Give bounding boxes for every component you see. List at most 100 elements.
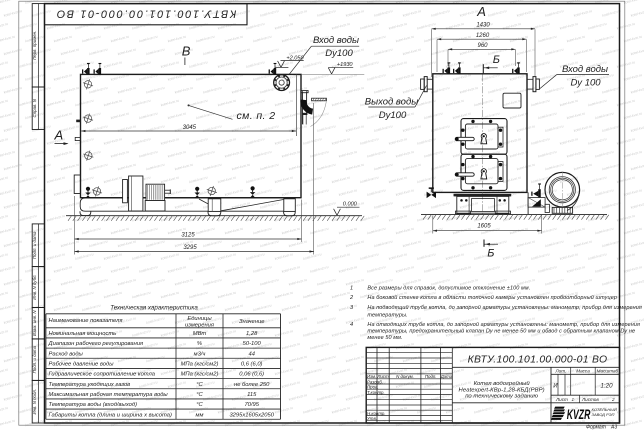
svg-text:kotel-kvzr.ru: kotel-kvzr.ru: [538, 227, 557, 236]
svg-text:kotel-kvzr.ru: kotel-kvzr.ru: [75, 252, 94, 261]
svg-text:kotel-kvzr.ru: kotel-kvzr.ru: [174, 86, 193, 95]
svg-text:kotel-kvzr.ru: kotel-kvzr.ru: [110, 227, 129, 236]
svg-text:kotel-kvzr.ru: kotel-kvzr.ru: [274, 175, 293, 184]
svg-text:kotel-kvzr.ru: kotel-kvzr.ru: [616, 214, 635, 223]
svg-text:kotel-kvzr.ru: kotel-kvzr.ru: [103, 291, 122, 300]
svg-text:kotel-kvzr.ru: kotel-kvzr.ru: [32, 163, 51, 172]
svg-text:менее 50 мм.: менее 50 мм.: [367, 335, 402, 341]
svg-text:kotel-kvzr.ru: kotel-kvzr.ru: [25, 0, 44, 5]
svg-text:kotel-kvzr.ru: kotel-kvzr.ru: [538, 73, 557, 82]
svg-text:kotel-kvzr.ru: kotel-kvzr.ru: [139, 0, 158, 5]
svg-text:Температура воды (вход/выход): Температура воды (вход/выход): [49, 402, 138, 408]
svg-text:kotel-kvzr.ru: kotel-kvzr.ru: [331, 60, 350, 69]
svg-text:kotel-kvzr.ru: kotel-kvzr.ru: [139, 380, 158, 389]
svg-text:kotel-kvzr.ru: kotel-kvzr.ru: [75, 60, 94, 69]
svg-text:kotel-kvzr.ru: kotel-kvzr.ru: [417, 175, 436, 184]
svg-text:kotel-kvzr.ru: kotel-kvzr.ru: [623, 0, 642, 5]
svg-text:kotel-kvzr.ru: kotel-kvzr.ru: [374, 201, 393, 210]
svg-text:kotel-kvzr.ru: kotel-kvzr.ru: [260, 201, 279, 210]
svg-text:kotel-kvzr.ru: kotel-kvzr.ru: [310, 111, 329, 120]
svg-text:kotel-kvzr.ru: kotel-kvzr.ru: [474, 367, 493, 376]
svg-text:kotel-kvzr.ru: kotel-kvzr.ru: [431, 163, 450, 172]
svg-text:kotel-kvzr.ru: kotel-kvzr.ru: [388, 291, 407, 300]
svg-text:kotel-kvzr.ru: kotel-kvzr.ru: [395, 188, 414, 197]
svg-text:kotel-kvzr.ru: kotel-kvzr.ru: [459, 86, 478, 95]
svg-text:kotel-kvzr.ru: kotel-kvzr.ru: [310, 0, 329, 5]
svg-text:kotel-kvzr.ru: kotel-kvzr.ru: [224, 265, 243, 274]
svg-text:Дата: Дата: [440, 374, 453, 379]
svg-text:kotel-kvzr.ru: kotel-kvzr.ru: [18, 22, 37, 31]
svg-text:kotel-kvzr.ru: kotel-kvzr.ru: [345, 163, 364, 172]
svg-text:kotel-kvzr.ru: kotel-kvzr.ru: [481, 111, 500, 120]
svg-text:Лист: Лист: [555, 397, 568, 402]
svg-text:kotel-kvzr.ru: kotel-kvzr.ru: [623, 342, 642, 351]
svg-text:kotel-kvzr.ru: kotel-kvzr.ru: [559, 367, 578, 376]
svg-text:kotel-kvzr.ru: kotel-kvzr.ru: [160, 175, 179, 184]
svg-text:1:20: 1:20: [600, 383, 613, 390]
svg-text:kotel-kvzr.ru: kotel-kvzr.ru: [82, 150, 101, 159]
svg-text:kotel-kvzr.ru: kotel-kvzr.ru: [623, 35, 642, 44]
svg-text:kotel-kvzr.ru: kotel-kvzr.ru: [417, 214, 436, 223]
svg-text:kotel-kvzr.ru: kotel-kvzr.ru: [566, 303, 585, 312]
svg-text:kotel-kvzr.ru: kotel-kvzr.ru: [388, 367, 407, 376]
svg-text:Б: Б: [487, 247, 494, 259]
svg-text:kotel-kvzr.ru: kotel-kvzr.ru: [160, 406, 179, 415]
svg-text:kotel-kvzr.ru: kotel-kvzr.ru: [217, 329, 236, 338]
svg-text:kotel-kvzr.ru: kotel-kvzr.ru: [630, 9, 644, 18]
svg-text:kotel-kvzr.ru: kotel-kvzr.ru: [25, 111, 44, 120]
svg-text:kotel-kvzr.ru: kotel-kvzr.ru: [395, 227, 414, 236]
svg-text:kotel-kvzr.ru: kotel-kvzr.ru: [281, 380, 300, 389]
svg-text:kotel-kvzr.ru: kotel-kvzr.ru: [253, 380, 272, 389]
svg-text:kotel-kvzr.ru: kotel-kvzr.ru: [46, 406, 65, 415]
svg-text:kotel-kvzr.ru: kotel-kvzr.ru: [288, 163, 307, 172]
svg-text:kotel-kvzr.ru: kotel-kvzr.ru: [531, 252, 550, 261]
svg-text:kotel-kvzr.ru: kotel-kvzr.ru: [367, 342, 386, 351]
svg-text:kotel-kvzr.ru: kotel-kvzr.ru: [189, 291, 208, 300]
svg-text:kotel-kvzr.ru: kotel-kvzr.ru: [395, 0, 414, 5]
svg-text:kotel-kvzr.ru: kotel-kvzr.ru: [559, 329, 578, 338]
svg-text:kotel-kvzr.ru: kotel-kvzr.ru: [3, 47, 22, 56]
svg-text:kotel-kvzr.ru: kotel-kvzr.ru: [338, 342, 357, 351]
svg-text:1: 1: [350, 285, 353, 291]
svg-text:kotel-kvzr.ru: kotel-kvzr.ru: [32, 393, 51, 402]
svg-text:МВт: МВт: [193, 331, 207, 337]
svg-text:kotel-kvzr.ru: kotel-kvzr.ru: [60, 201, 79, 210]
svg-text:kotel-kvzr.ru: kotel-kvzr.ru: [189, 137, 208, 146]
svg-text:kotel-kvzr.ru: kotel-kvzr.ru: [538, 150, 557, 159]
svg-text:kotel-kvzr.ru: kotel-kvzr.ru: [431, 278, 450, 287]
svg-text:kotel-kvzr.ru: kotel-kvzr.ru: [573, 201, 592, 210]
svg-text:kotel-kvzr.ru: kotel-kvzr.ru: [260, 316, 279, 325]
svg-text:kotel-kvzr.ru: kotel-kvzr.ru: [481, 0, 500, 5]
svg-text:kotel-kvzr.ru: kotel-kvzr.ru: [360, 175, 379, 184]
svg-text:kotel-kvzr.ru: kotel-kvzr.ru: [374, 86, 393, 95]
svg-text:kotel-kvzr.ru: kotel-kvzr.ru: [281, 150, 300, 159]
svg-text:Наименование показателя: Наименование показателя: [49, 318, 123, 324]
svg-text:kotel-kvzr.ru: kotel-kvzr.ru: [545, 86, 564, 95]
svg-text:kotel-kvzr.ru: kotel-kvzr.ru: [374, 393, 393, 402]
svg-text:kotel-kvzr.ru: kotel-kvzr.ru: [32, 124, 51, 133]
svg-text:kotel-kvzr.ru: kotel-kvzr.ru: [616, 137, 635, 146]
svg-text:kotel-kvzr.ru: kotel-kvzr.ru: [566, 0, 585, 5]
svg-text:kotel-kvzr.ru: kotel-kvzr.ru: [32, 86, 51, 95]
svg-text:kotel-kvzr.ru: kotel-kvzr.ru: [196, 150, 215, 159]
svg-text:kotel-kvzr.ru: kotel-kvzr.ru: [117, 278, 136, 287]
svg-text:Б: Б: [493, 54, 500, 66]
svg-text:kotel-kvzr.ru: kotel-kvzr.ru: [18, 175, 37, 184]
svg-text:Подп. и дата: Подп. и дата: [32, 345, 37, 373]
svg-text:kotel-kvzr.ru: kotel-kvzr.ru: [217, 60, 236, 69]
svg-text:kotel-kvzr.ru: kotel-kvzr.ru: [274, 406, 293, 415]
svg-text:И: И: [553, 383, 558, 389]
svg-text:kotel-kvzr.ru: kotel-kvzr.ru: [431, 86, 450, 95]
svg-text:kotel-kvzr.ru: kotel-kvzr.ru: [196, 111, 215, 120]
svg-text:kotel-kvzr.ru: kotel-kvzr.ru: [132, 22, 151, 31]
svg-text:kotel-kvzr.ru: kotel-kvzr.ru: [317, 47, 336, 56]
svg-text:Листов: Листов: [581, 397, 599, 402]
svg-text:kotel-kvzr.ru: kotel-kvzr.ru: [331, 329, 350, 338]
svg-text:kotel-kvzr.ru: kotel-kvzr.ru: [588, 329, 607, 338]
svg-text:kotel-kvzr.ru: kotel-kvzr.ru: [367, 265, 386, 274]
svg-text:kotel-kvzr.ru: kotel-kvzr.ru: [231, 86, 250, 95]
svg-text:kotel-kvzr.ru: kotel-kvzr.ru: [174, 9, 193, 18]
svg-text:kotel-kvzr.ru: kotel-kvzr.ru: [588, 406, 607, 415]
svg-text:kotel-kvzr.ru: kotel-kvzr.ru: [345, 239, 364, 248]
svg-text:kotel-kvzr.ru: kotel-kvzr.ru: [46, 291, 65, 300]
